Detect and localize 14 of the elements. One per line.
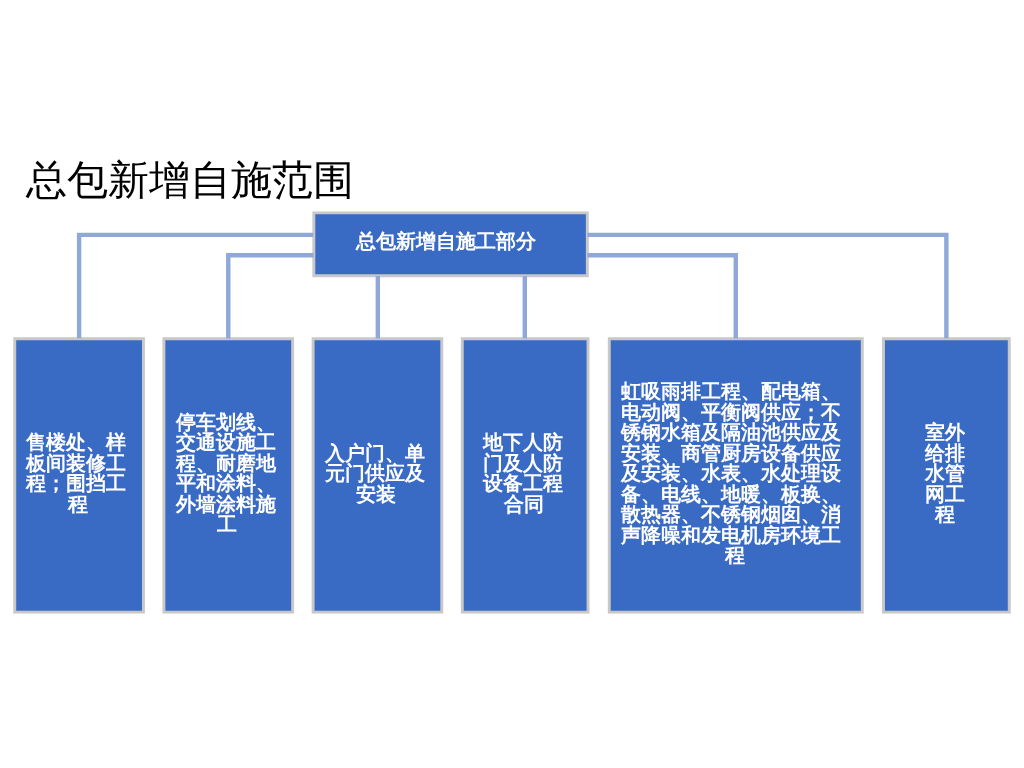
diagram-title: 总包新增自施范围 bbox=[25, 156, 354, 205]
connector bbox=[587, 253, 738, 339]
node-box: 室外给排水管网工程 bbox=[882, 337, 1011, 614]
node-box: 地下人防门及人防设备工程合同 bbox=[460, 337, 590, 614]
connector bbox=[587, 232, 949, 339]
connector bbox=[375, 276, 380, 339]
node-box: 停车划线、交通设施工程、耐磨地平和涂料、外墙涂料施工 bbox=[162, 337, 295, 614]
node-box: 入户门、单元门供应及安装 bbox=[311, 337, 444, 614]
connector bbox=[226, 253, 314, 339]
node-box: 虹吸雨排工程、配电箱、电动阀、平衡阀供应；不锈钢水箱及隔油池供应及安装、商管厨房设备供应及安装、水表、水处理设备、电线、地暖、板换、散热器、不锈钢烟囱、消声降噪和发电机房环境工程 bbox=[607, 337, 864, 614]
node-box: 售楼处、样板间装修工程；围挡工程 bbox=[13, 337, 145, 614]
connector bbox=[522, 276, 527, 339]
connector bbox=[76, 232, 314, 339]
node-box: 总包新增自施工部分 bbox=[312, 211, 589, 278]
